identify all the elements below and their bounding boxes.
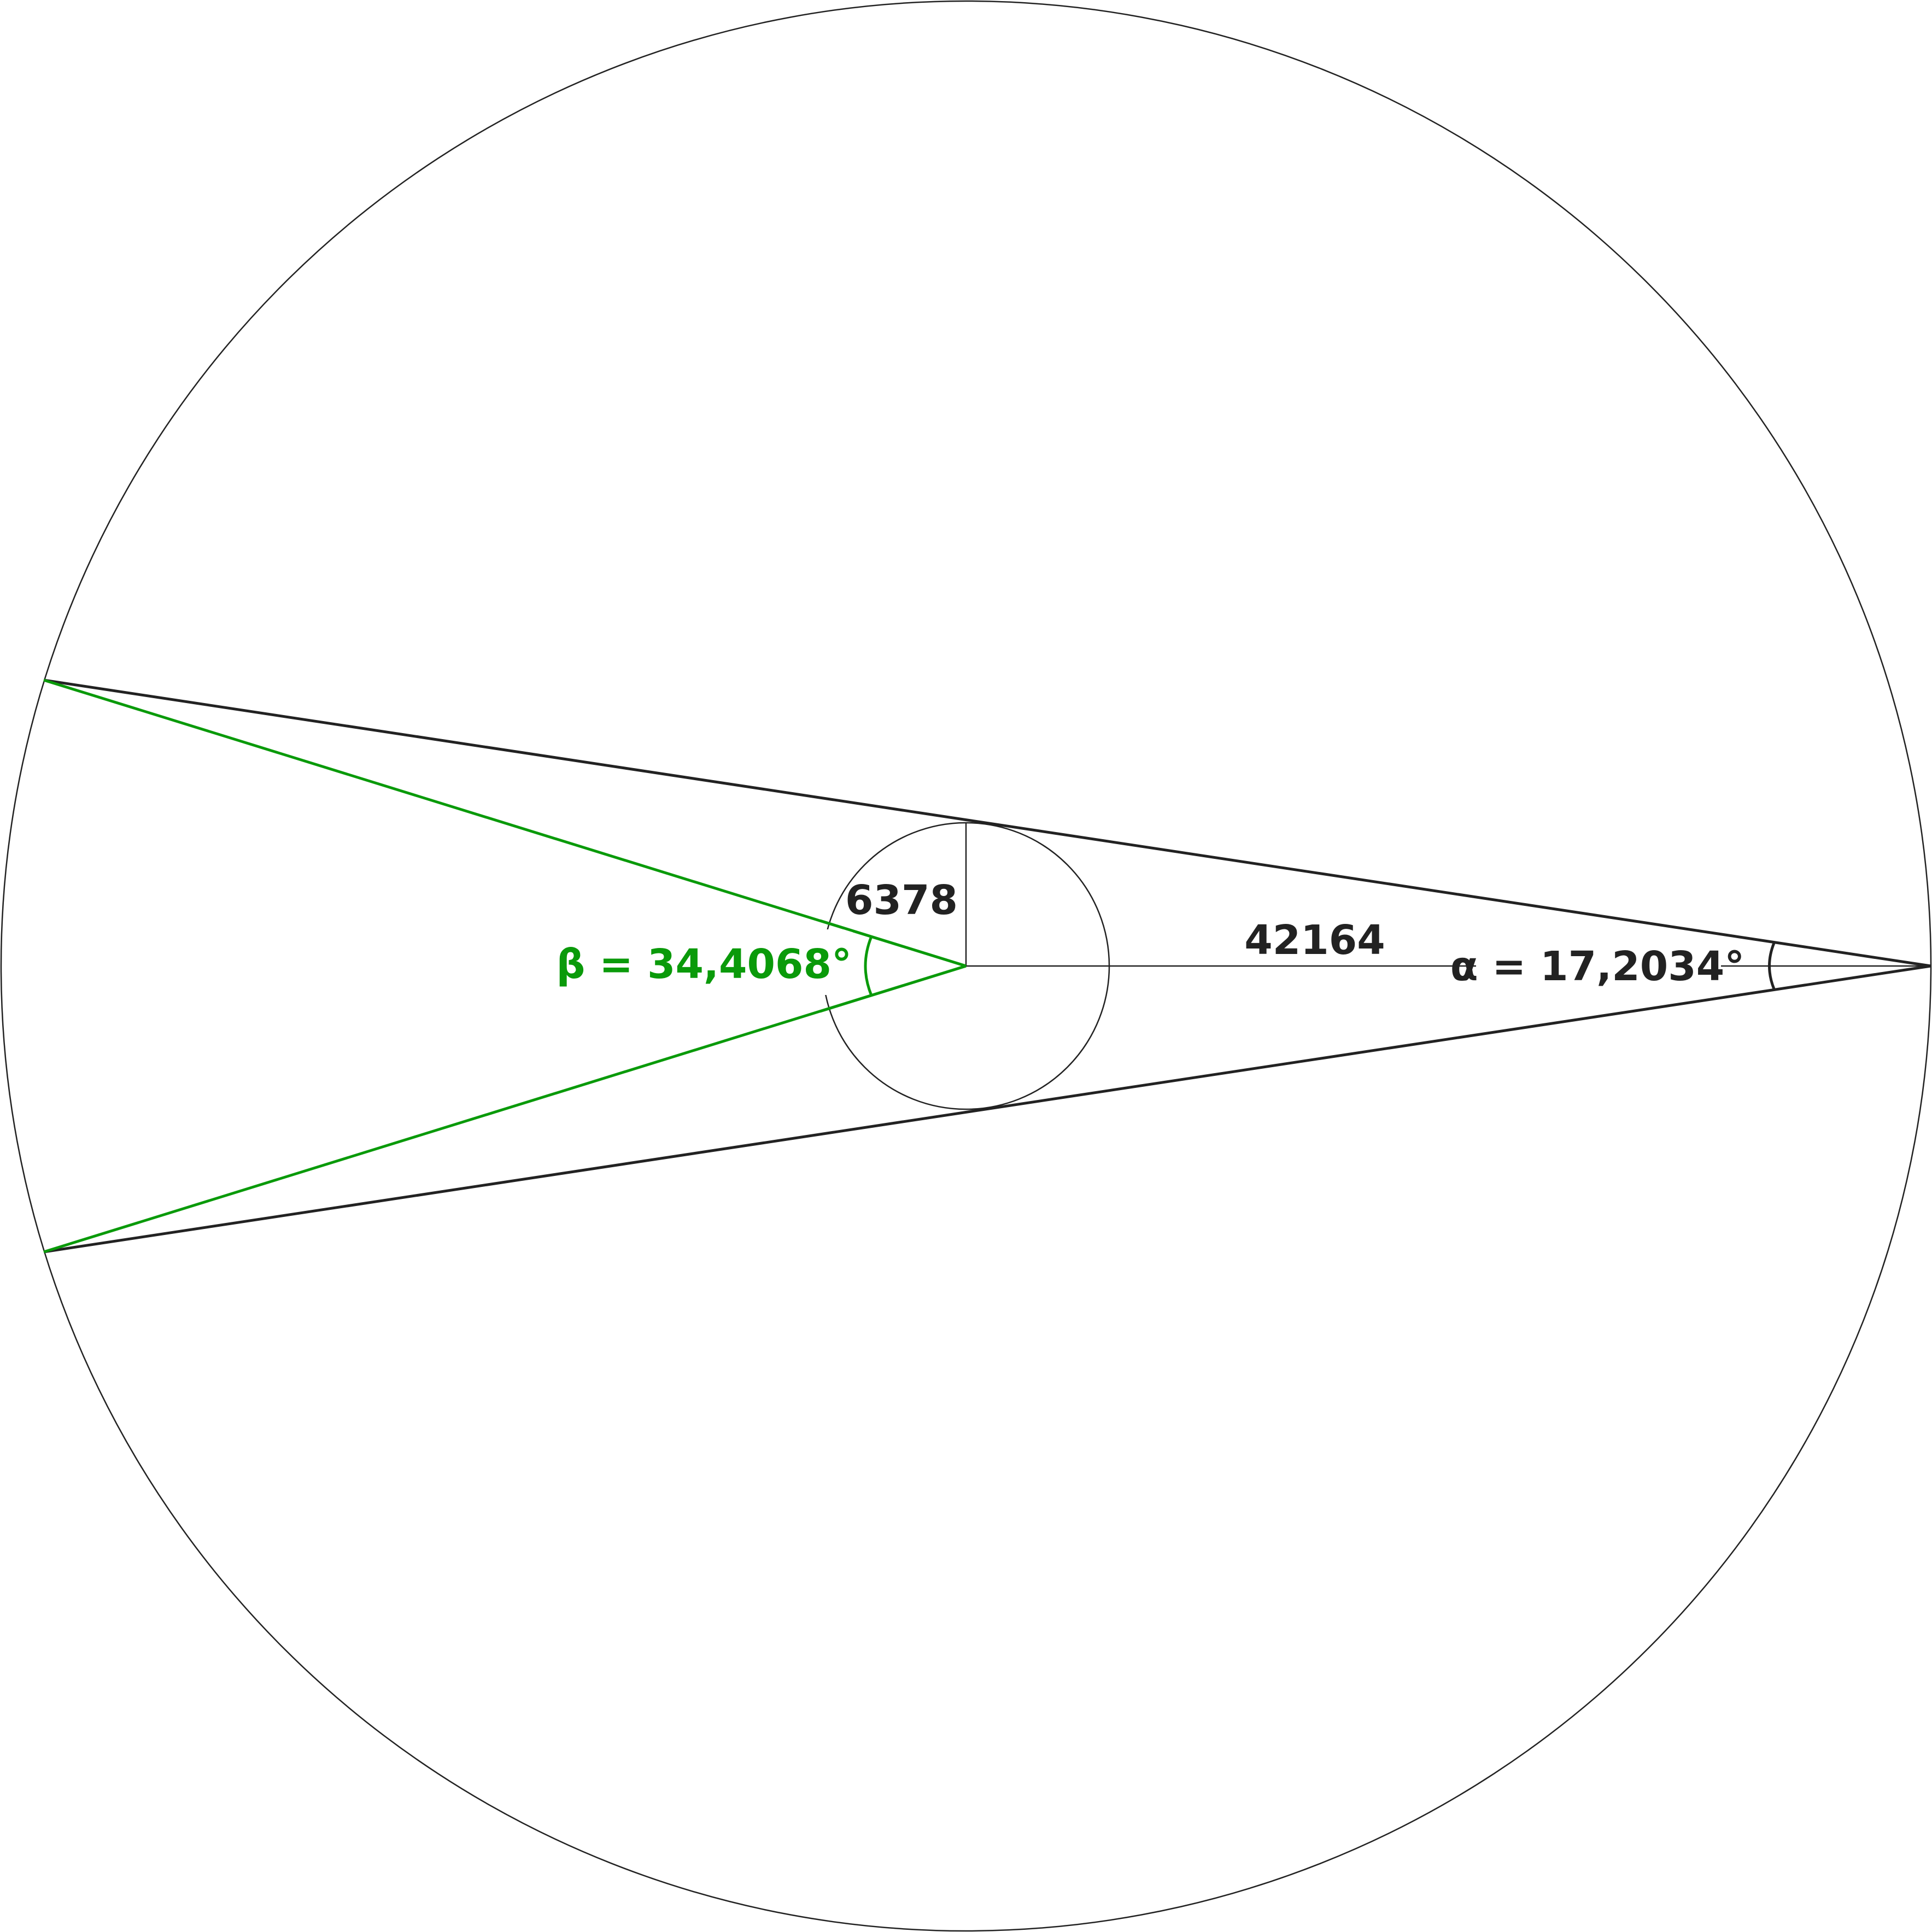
earth-circle-gap — [820, 929, 853, 995]
beta-line-lower-redraw — [819, 964, 967, 1013]
tangent-line-upper — [43, 678, 1931, 968]
orbit-radius-label: 42164 — [1244, 917, 1385, 964]
alpha-label: α = 17,2034° — [1450, 943, 1744, 990]
beta-line-lower — [43, 964, 967, 1254]
beta-line-upper-redraw — [819, 919, 967, 968]
beta-label: β = 34,4068° — [556, 941, 852, 988]
earth-radius-label: 6378 — [845, 877, 958, 924]
beta-line-upper — [43, 678, 967, 968]
beta-angle-arc — [864, 936, 873, 996]
tangent-line-lower — [43, 964, 1931, 1254]
alpha-angle-arc — [1768, 942, 1776, 990]
